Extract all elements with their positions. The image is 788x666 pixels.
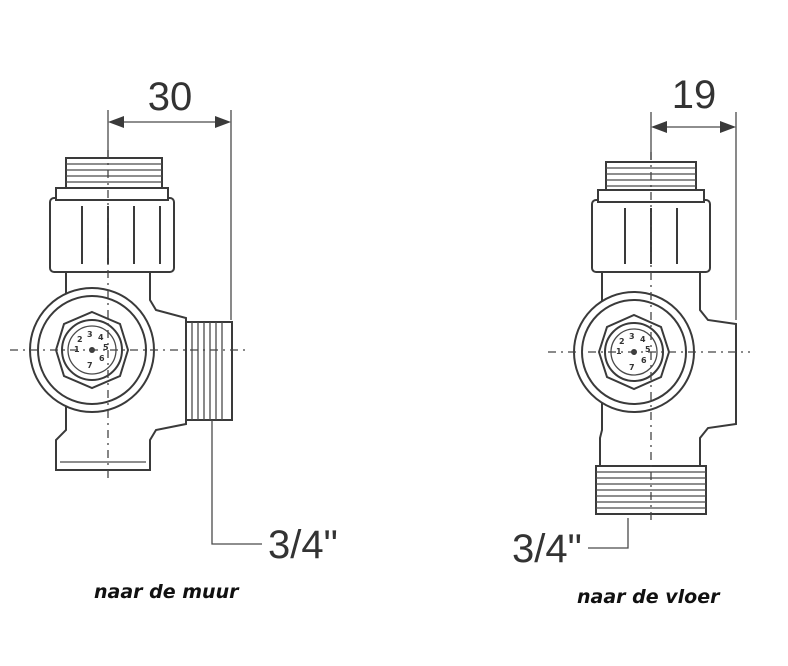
right-caption: naar de vloer [577,586,721,608]
left-dial-digit-4: 4 [98,333,104,342]
right-dial-digit-3: 3 [629,332,635,341]
left-thread-leader: 3/4" [211,420,338,567]
left-dial-digit-6: 6 [99,354,105,363]
left-dial-digit-3: 3 [87,330,93,339]
left-thread-label: 3/4" [268,523,338,567]
left-nut [49,187,175,273]
left-dial-digit-7: 7 [87,361,93,370]
right-thread-leader: 3/4" [512,518,629,571]
right-dial-digit-4: 4 [640,335,646,344]
left-dimension-value: 30 [148,75,193,119]
right-thread-label: 3/4" [512,527,582,571]
right-dial-digit-5: 5 [645,345,651,354]
left-side-thread [185,321,233,421]
right-dial-digit-2: 2 [619,337,625,346]
left-caption: naar de muur [94,581,240,603]
left-valve: 30 [10,75,338,603]
left-dial-digit-5: 5 [103,343,109,352]
left-dimension: 30 [107,75,232,320]
right-dimension-value: 19 [672,73,717,117]
right-dial-digit-6: 6 [641,356,647,365]
right-dimension: 19 [650,73,737,320]
left-top-thread [65,157,163,189]
right-dial-digit-1: 1 [616,347,622,356]
left-dial-digit-2: 2 [77,335,83,344]
right-valve: 19 [512,73,750,608]
right-dial-digit-7: 7 [629,363,635,372]
